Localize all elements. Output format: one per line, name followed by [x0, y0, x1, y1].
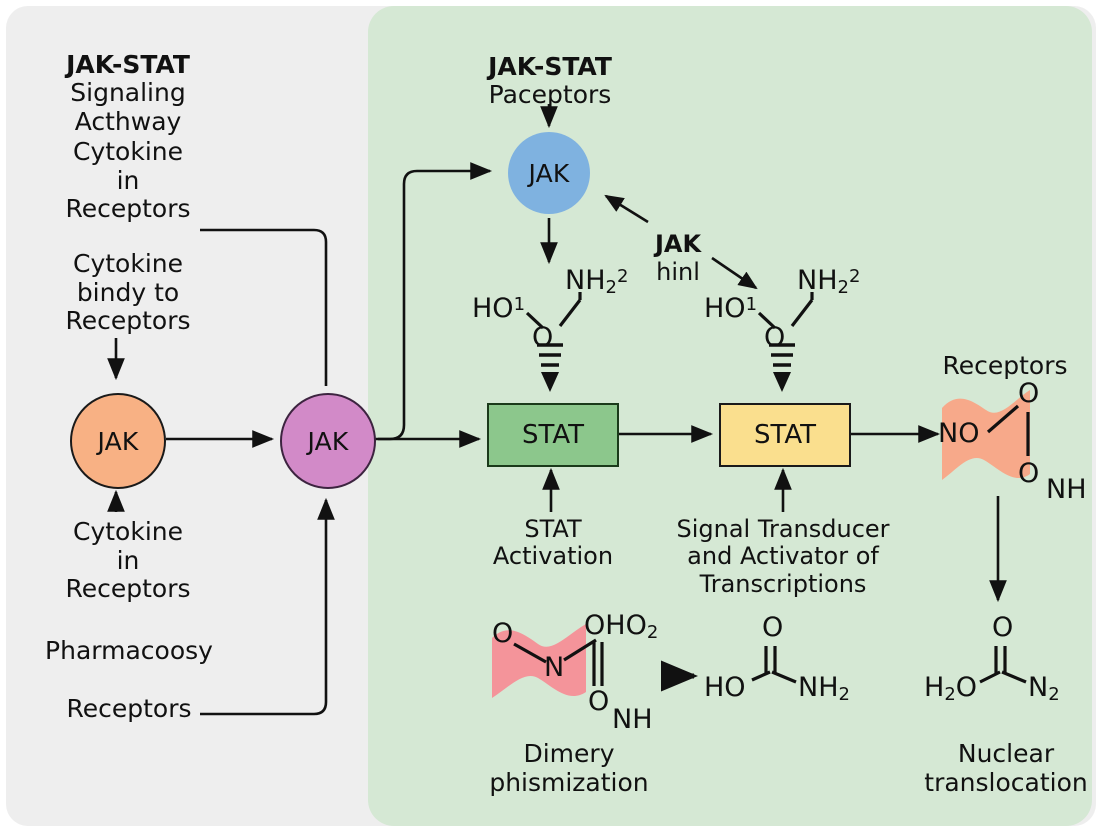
elbow-top-to-jak-purple: [200, 228, 328, 386]
chem-group-dimery: O N OHO2 O NH: [486, 610, 666, 742]
hashed-bond-stat-yellow: [769, 343, 795, 367]
bonds-stat-yellow-group: [757, 292, 814, 330]
hashed-bond-stat-green: [537, 343, 563, 367]
node-jak-blue: JAK: [508, 132, 590, 214]
label-jak-hinl-bold: JAK: [654, 230, 702, 259]
atom-HO-urea: HO: [704, 672, 746, 703]
box-stat-green: STAT: [487, 403, 619, 467]
elbow-bottom-to-jak-purple: [200, 497, 335, 716]
box-stat-yellow-label: STAT: [753, 420, 817, 450]
atom-O-dimery-bottom: O: [588, 686, 610, 717]
label-jak-hinl-rest: hinl: [656, 257, 700, 286]
atom-O-top-receptors: O: [1018, 378, 1040, 409]
blob-dimery-pink: [492, 624, 586, 698]
box-stat-green-label: STAT: [521, 420, 585, 450]
node-jak-purple-label: JAK: [307, 426, 349, 456]
chem-group-urea: O HO NH2: [700, 612, 880, 732]
atom-NH2-green: NH22: [565, 265, 629, 298]
wedge-stat-green: [541, 372, 559, 392]
right-title-rest: Paceptors: [488, 80, 612, 109]
label-dimery-phismization: Dimery phismization: [489, 739, 649, 797]
atom-OH2-dimery: OHO2: [584, 610, 659, 643]
bonds-receptors: [986, 404, 1030, 456]
elbow-jak-purple-to-jak-blue: [378, 162, 493, 441]
chem-group-stat-green: HO1 O NH22: [470, 265, 630, 385]
node-jak-purple: JAK: [280, 393, 376, 489]
atom-O-nuclear: O: [992, 612, 1014, 643]
chem-group-stat-yellow: HO1 O NH22: [702, 265, 862, 385]
bonds-urea: [751, 646, 797, 684]
label-cytokine-in-receptors-top: Cytokine in Receptors: [65, 137, 191, 223]
box-stat-yellow: STAT: [719, 403, 851, 467]
atom-NO-receptors: NO: [938, 418, 980, 449]
bonds-nuclear: [979, 646, 1027, 684]
label-cytokine-in-receptors-bottom: Cytokine in Receptors: [65, 517, 191, 603]
node-jak-orange-label: JAK: [97, 426, 139, 456]
atom-NH2-yellow: NH22: [797, 265, 861, 298]
chem-group-receptors: NO O O NH: [934, 378, 1104, 505]
right-title-bold: JAK-STAT: [488, 51, 612, 81]
label-signal-transducer: Signal Transducer and Activator of Trans…: [676, 515, 890, 598]
label-pharmacoosy: Pharmacoosy: [45, 636, 213, 665]
atom-O-urea: O: [762, 612, 784, 643]
atom-NH2-urea: NH2: [798, 672, 850, 705]
label-stat-activation: STAT Activation: [492, 515, 614, 571]
node-jak-orange: JAK: [70, 393, 166, 489]
node-jak-blue-label: JAK: [528, 158, 570, 188]
atom-HO-yellow: HO1: [704, 293, 758, 324]
atom-O-yellow: O: [764, 322, 786, 353]
chem-group-nuclear: O H2O N2: [918, 612, 1098, 732]
atom-O-bottom-receptors: O: [1018, 458, 1040, 489]
wedge-stat-yellow: [773, 372, 791, 392]
bonds-stat-green-group: [525, 292, 582, 330]
label-cytokine-bindy-to-receptors: Cytokine bindy to Receptors: [65, 249, 191, 335]
label-receptors-left: Receptors: [66, 694, 192, 723]
atom-NH-dimery: NH: [612, 704, 653, 735]
atom-O-green: O: [532, 322, 554, 353]
atom-H2O-nuclear: H2O: [924, 672, 978, 705]
arrow-jakhinl-down-right: [711, 256, 758, 290]
atom-N-dimery: N: [544, 652, 565, 683]
label-nuclear-translocation: Nuclear translocation: [924, 739, 1088, 797]
left-title-bold: JAK-STAT: [66, 49, 190, 79]
bonds-dimery: [513, 638, 604, 686]
arrow-jakhinl-up-left: [604, 194, 649, 224]
blob-receptors-salmon: [942, 390, 1030, 480]
atom-HO-green: HO1: [472, 293, 526, 324]
atom-NH-receptors: NH: [1046, 474, 1087, 505]
atom-O-dimery-left: O: [492, 618, 514, 649]
atom-N2-nuclear: N2: [1028, 672, 1060, 705]
label-receptors-right: Receptors: [942, 351, 1068, 380]
left-title-rest: Signaling Acthway: [70, 78, 186, 136]
